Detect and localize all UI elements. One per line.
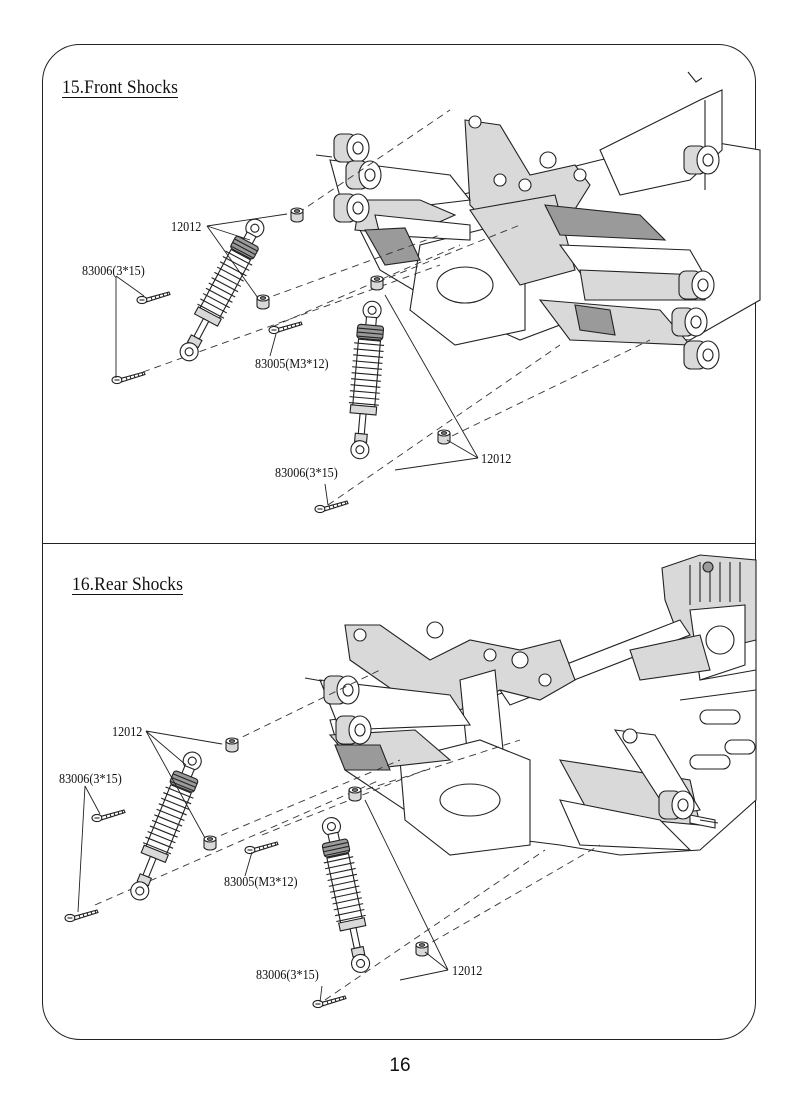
page-frame bbox=[42, 44, 756, 1040]
section-title-rear-shocks: 16.Rear Shocks bbox=[72, 574, 184, 595]
callout-front-screw-bottom: 83006(3*15) bbox=[275, 465, 338, 480]
front-chassis-assembly bbox=[315, 71, 761, 370]
callout-front-screw-left: 83006(3*15) bbox=[82, 263, 145, 278]
section-title-front-shocks: 15.Front Shocks bbox=[62, 77, 178, 98]
callout-rear-screw-mid: 83005(M3*12) bbox=[224, 874, 298, 889]
rear-chassis-assembly bbox=[304, 554, 757, 856]
callout-front-bushing-top: 12012 bbox=[171, 219, 202, 234]
section-divider bbox=[42, 543, 756, 544]
callout-rear-bushing-bottom: 12012 bbox=[452, 963, 483, 978]
callout-rear-screw-left: 83006(3*15) bbox=[59, 771, 122, 786]
callout-front-screw-mid: 83005(M3*12) bbox=[255, 356, 329, 371]
callout-front-bushing-bottom: 12012 bbox=[481, 451, 512, 466]
page-number: 16 bbox=[389, 1055, 411, 1076]
callout-rear-bushing-top: 12012 bbox=[112, 724, 143, 739]
callout-rear-screw-bottom: 83006(3*15) bbox=[256, 967, 319, 982]
